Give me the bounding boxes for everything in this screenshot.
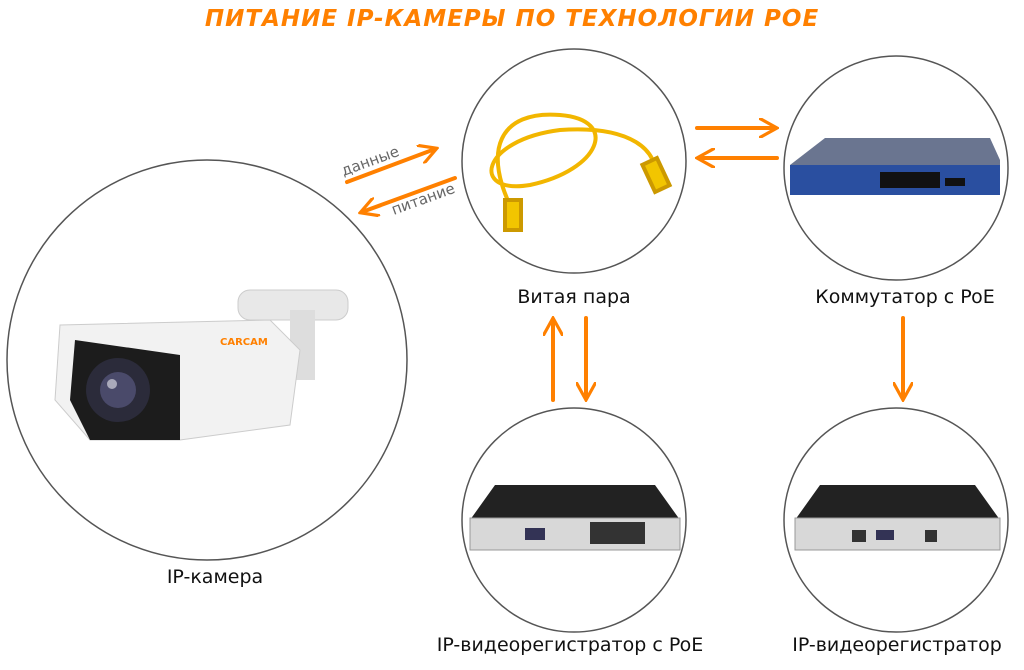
nvr-icon (794, 485, 1001, 551)
switch-label: Коммутатор с PoE (815, 286, 995, 308)
nvr-poe-label: IP-видеорегистратор с PoE (436, 634, 704, 656)
poe-switch-icon (790, 138, 1000, 195)
camera-label: IP-камера (166, 566, 264, 588)
twisted-pair-cable-icon (489, 112, 673, 232)
nvr-label: IP-видеорегистратор (792, 634, 1002, 656)
nvr-poe-icon (469, 485, 681, 551)
svg-text:CARCAM: CARCAM (220, 337, 268, 348)
diagram-title: ПИТАНИЕ IP-КАМЕРЫ ПО ТЕХНОЛОГИИ POE (204, 6, 820, 32)
data-arrow (345, 149, 435, 184)
cable-label: Витая пара (517, 286, 631, 308)
power-arrow (362, 176, 457, 212)
ip-camera-icon: CARCAM (54, 289, 349, 441)
